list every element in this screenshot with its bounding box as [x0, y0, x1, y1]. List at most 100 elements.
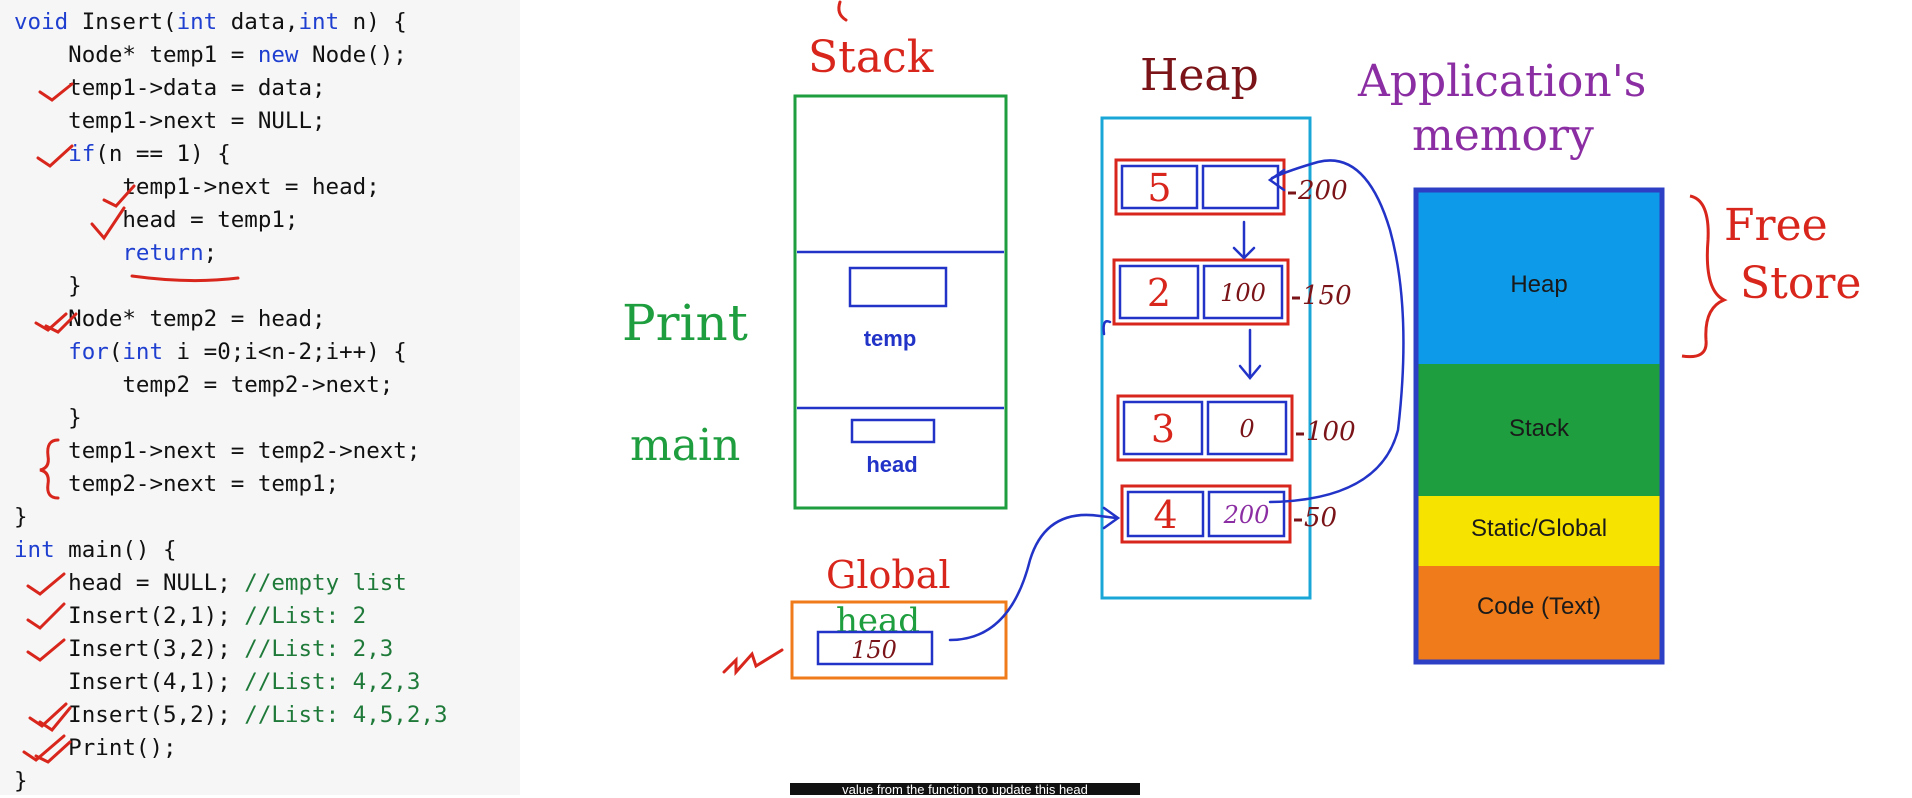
code-line: for(int i =0;i<n-2;i++) {	[14, 336, 407, 369]
code-token: return	[122, 240, 204, 266]
code-line: temp1->data = data;	[14, 72, 326, 105]
code-token: (	[108, 339, 123, 365]
node-next-value: 0	[1239, 415, 1254, 443]
head-label: head	[866, 452, 917, 477]
code-line: return;	[14, 237, 217, 270]
heap-title: Heap	[1140, 50, 1259, 101]
stack-box	[793, 94, 1008, 510]
node-data-value: 2	[1147, 271, 1171, 315]
node-data-cell	[1126, 490, 1205, 538]
check-mark-icon	[36, 144, 74, 168]
node-data-value: 5	[1147, 166, 1171, 210]
node-next-cell	[1207, 490, 1286, 538]
code-token: Insert(2,1);	[14, 603, 245, 629]
check-mark-icon	[102, 184, 136, 208]
code-line: }	[14, 270, 82, 303]
arrow-global-head-to-node4	[948, 513, 1118, 642]
code-line: temp2 = temp2->next;	[14, 369, 393, 402]
code-token: int	[298, 9, 340, 35]
check-mark-icon	[90, 206, 126, 241]
code-line: temp1->next = temp2->next;	[14, 435, 420, 468]
print-frame-label: Print	[622, 294, 748, 352]
code-line: }	[14, 765, 28, 798]
free-store-label-line2: Store	[1740, 258, 1861, 309]
arrowhead-icon	[1102, 506, 1121, 530]
code-token: void	[14, 9, 69, 35]
code-token: Node* temp1 =	[14, 42, 258, 68]
code-token: Insert(	[68, 9, 177, 35]
code-line: int main() {	[14, 534, 177, 567]
code-token: temp2 = temp2->next;	[14, 372, 394, 398]
double-check-mark-icon	[28, 702, 72, 733]
global-head-box	[816, 630, 934, 666]
scribble-mark	[722, 648, 784, 676]
code-line: if(n == 1) {	[14, 138, 231, 171]
main-frame-label: main	[630, 420, 740, 471]
code-token: }	[14, 504, 28, 530]
code-text-segment-label: Code (Text)	[1477, 593, 1601, 620]
code-token: (n == 1) {	[95, 141, 231, 167]
code-line: Insert(4,1); //List: 4,2,3	[14, 666, 420, 699]
code-token: Node();	[298, 42, 407, 68]
heap-segment-label: Heap	[1510, 271, 1567, 298]
underline-return	[130, 274, 240, 283]
pointer-arrows	[948, 159, 1405, 642]
code-token: new	[257, 42, 299, 68]
code-line: head = NULL; //empty list	[14, 567, 407, 600]
node-next-cell	[1206, 400, 1288, 456]
node-outline	[1120, 484, 1292, 544]
brace-mark	[39, 438, 60, 500]
code-line: void Insert(int data,int n) {	[14, 6, 407, 39]
code-line: temp1->next = head;	[14, 171, 380, 204]
code-token: for	[68, 339, 109, 365]
code-line: Insert(3,2); //List: 2,3	[14, 633, 393, 666]
code-token: temp2->next = temp1;	[14, 471, 340, 497]
code-token: int	[14, 537, 55, 563]
code-line: head = temp1;	[14, 204, 298, 237]
global-variable-name: head	[836, 601, 920, 641]
global-box	[790, 600, 1008, 680]
temp-variable-box	[848, 266, 948, 308]
node-data-cell	[1122, 400, 1204, 456]
code-token: //List: 2,3	[244, 636, 394, 662]
code-line: Print();	[14, 732, 177, 765]
code-token: temp1->next = head;	[14, 174, 380, 200]
stack-title: Stack	[808, 32, 934, 83]
code-token: data,	[217, 9, 299, 35]
head-variable-box	[850, 418, 936, 444]
code-text-segment	[1416, 566, 1662, 662]
code-token: head = NULL;	[14, 570, 245, 596]
double-check-mark-icon	[34, 312, 78, 334]
arrowhead-icon	[1267, 168, 1286, 192]
node-next-cell	[1202, 264, 1284, 320]
code-token: //List: 2	[244, 603, 367, 629]
static-global-segment-label: Static/Global	[1471, 515, 1607, 542]
heap-box	[1100, 116, 1312, 600]
node-next-value: 100	[1220, 279, 1266, 307]
code-token: main() {	[54, 537, 177, 563]
video-caption: value from the function to update this h…	[790, 783, 1140, 795]
node-next-cell	[1201, 164, 1280, 210]
code-token: //List: 4,2,3	[244, 669, 421, 695]
stack-segment-label: Stack	[1509, 415, 1570, 442]
code-token: Print();	[14, 735, 177, 761]
code-token: temp1->data = data;	[14, 75, 326, 101]
code-token: }	[14, 768, 28, 794]
arrowhead-icon	[1238, 364, 1262, 380]
code-token: int	[176, 9, 218, 35]
code-line: Node* temp1 = new Node();	[14, 39, 407, 72]
code-token: //empty list	[244, 570, 407, 596]
static-global-segment	[1416, 496, 1662, 566]
node-data-cell	[1120, 164, 1199, 210]
arrowhead-icon	[1232, 246, 1256, 260]
node-outline	[1116, 394, 1294, 462]
check-mark-icon	[26, 638, 66, 662]
code-token: Insert(3,2);	[14, 636, 245, 662]
node-outline	[1112, 258, 1290, 326]
global-title: Global	[826, 553, 951, 597]
code-token: n) {	[339, 9, 407, 35]
